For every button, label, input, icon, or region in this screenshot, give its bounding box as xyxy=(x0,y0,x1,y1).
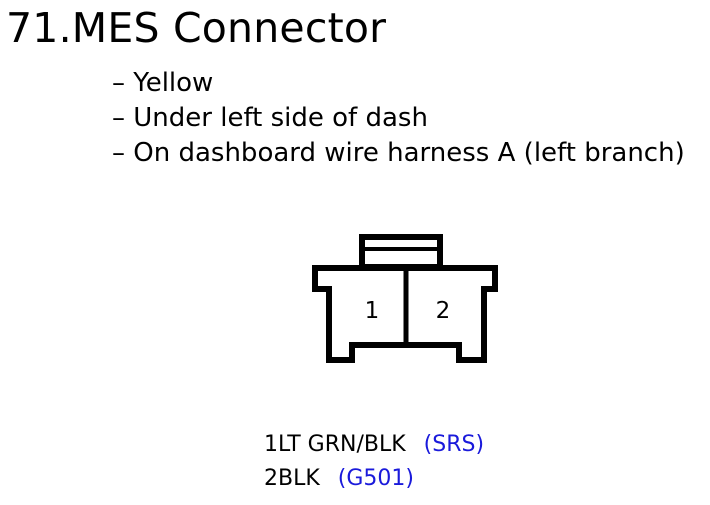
cavity-label-2: 2 xyxy=(436,298,451,324)
page-title: 71.MES Connector xyxy=(6,4,387,52)
note-item-color: – Yellow xyxy=(112,68,214,98)
pin-wire-color: BLK xyxy=(278,466,320,491)
pin-assignment-list: 1LT GRN/BLK (SRS) 2BLK (G501) xyxy=(264,428,484,496)
pin-circuit-ref: (SRS) xyxy=(423,432,485,457)
pin-row: 2BLK (G501) xyxy=(264,462,484,496)
note-item-location: – Under left side of dash xyxy=(112,103,428,133)
pin-circuit-ref: (G501) xyxy=(337,466,414,491)
pin-number: 2 xyxy=(264,466,278,491)
cavity-label-1: 1 xyxy=(365,298,380,324)
pin-number: 1 xyxy=(264,432,278,457)
connector-notes: – Yellow – Under left side of dash – On … xyxy=(112,66,685,171)
note-item-harness: – On dashboard wire harness A (left bran… xyxy=(112,138,685,168)
pin-row: 1LT GRN/BLK (SRS) xyxy=(264,428,484,462)
connector-face-diagram: 1 2 xyxy=(312,234,498,363)
pin-wire-color: LT GRN/BLK xyxy=(278,432,406,457)
connector-latch xyxy=(359,234,443,270)
